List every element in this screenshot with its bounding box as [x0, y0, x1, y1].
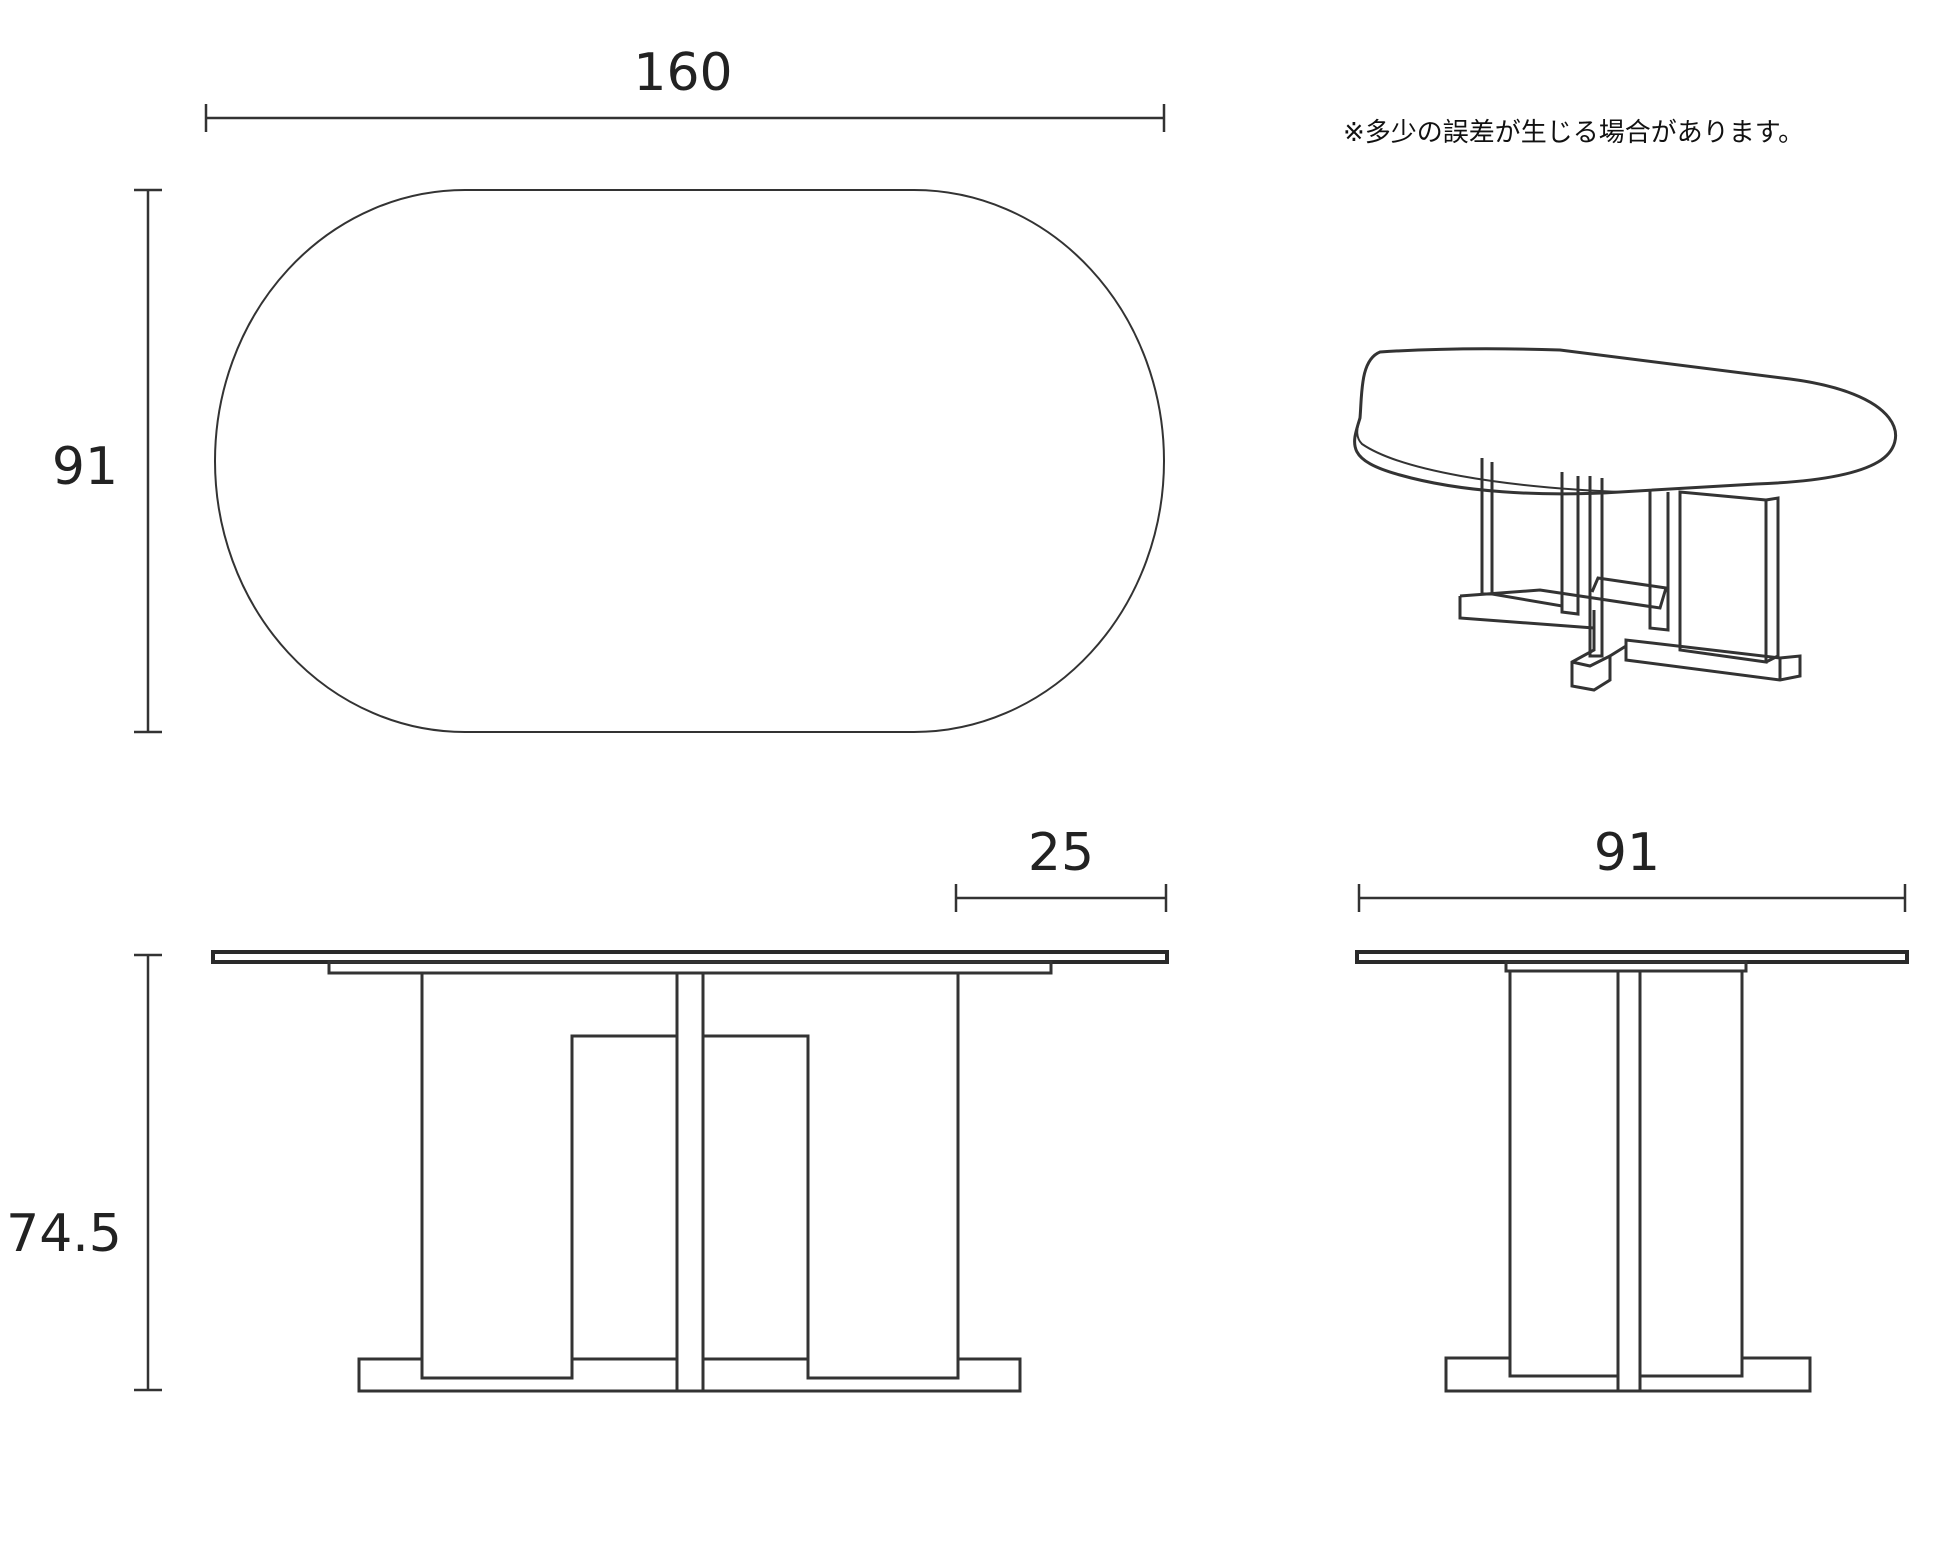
perspective-base-right [1624, 638, 1802, 682]
perspective-right-panel [1678, 490, 1768, 664]
side-base-inner [1616, 1358, 1642, 1374]
side-elevation: 91 [1355, 823, 1909, 1393]
perspective-left-panel [1490, 462, 1564, 608]
perspective-base-back [1459, 576, 1668, 610]
perspective-right-inner [1648, 490, 1670, 632]
top-view: 160 91 [52, 43, 1166, 734]
side-center-post [1616, 969, 1642, 1393]
side-width-label: 91 [1594, 823, 1660, 883]
perspective-view [1353, 347, 1898, 692]
top-depth-dimension: 91 [52, 188, 162, 734]
perspective-table-top [1353, 347, 1898, 496]
side-base [1444, 1356, 1812, 1393]
side-width-dimension: 91 [1357, 823, 1907, 912]
tolerance-note: ※多少の誤差が生じる場合があります。 [1343, 118, 1804, 148]
side-right-panel [1638, 971, 1744, 1378]
perspective-base-front-foot [1570, 628, 1627, 692]
overhang-dimension: 25 [954, 823, 1168, 912]
front-right-panel [701, 973, 960, 1380]
front-center-post [675, 971, 705, 1393]
front-elevation: 25 74.5 [6, 823, 1169, 1393]
overhang-label: 25 [1028, 823, 1094, 883]
perspective-base-left [1458, 596, 1596, 630]
side-left-panel [1508, 971, 1620, 1378]
perspective-center-post [1588, 476, 1604, 658]
height-dimension: 74.5 [6, 953, 162, 1392]
front-left-panel [420, 973, 679, 1380]
perspective-left-inner [1560, 472, 1580, 616]
front-base [357, 1357, 1022, 1393]
perspective-right-panel-edge [1765, 496, 1780, 664]
height-label: 74.5 [6, 1204, 122, 1264]
top-width-dimension: 160 [204, 43, 1166, 132]
perspective-top-edge [1356, 417, 1621, 493]
perspective-base-foot-top [1571, 654, 1611, 668]
top-depth-label: 91 [52, 437, 118, 497]
table-top-outline [214, 189, 1165, 733]
top-width-label: 160 [633, 43, 732, 103]
